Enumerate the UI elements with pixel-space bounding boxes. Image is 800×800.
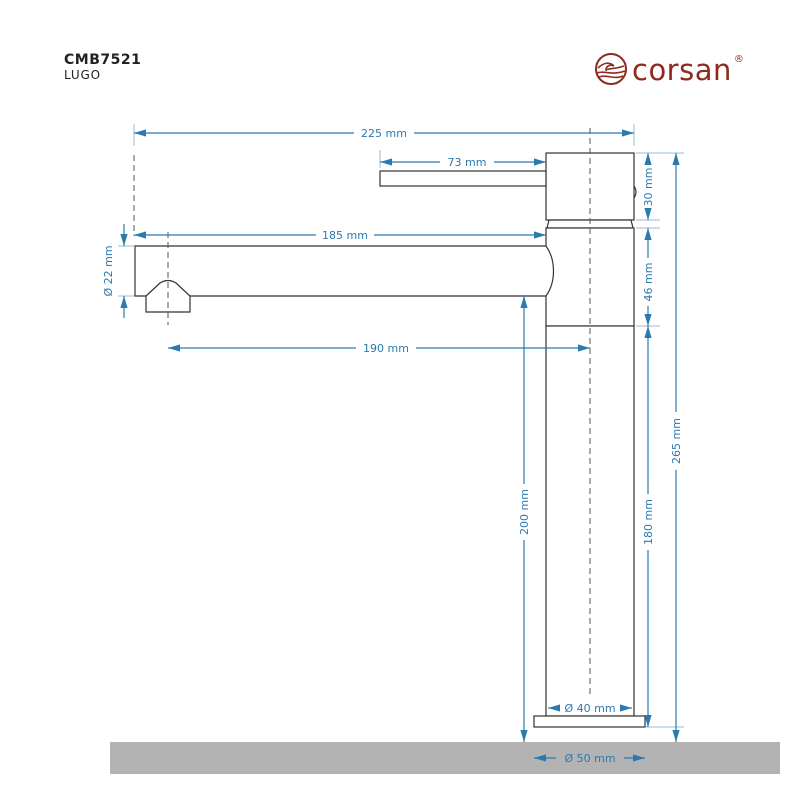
dim-spout-diameter: Ø 22 mm <box>102 245 115 296</box>
registered-mark: ® <box>733 54 744 65</box>
dim-top-body-height: 30 mm <box>642 168 655 207</box>
dim-spout-length: 185 mm <box>322 229 368 242</box>
floor <box>110 742 780 774</box>
faucet-outline <box>134 152 646 728</box>
dim-base-diameter: Ø 50 mm <box>564 752 615 765</box>
dim-total-width: 225 mm <box>361 127 407 140</box>
brand-logo: corsan ® <box>594 52 744 86</box>
brand-name: corsan <box>632 53 732 87</box>
dim-body-diameter: Ø 40 mm <box>564 702 615 715</box>
wave-circle-icon <box>595 53 627 85</box>
model-name: LUGO <box>64 68 101 82</box>
dim-handle-length: 73 mm <box>448 156 487 169</box>
dim-spout-reach: 190 mm <box>363 342 409 355</box>
product-header: CMB7521 LUGO <box>64 52 141 83</box>
dim-lower-body-height: 180 mm <box>642 499 655 545</box>
center-lines <box>133 128 591 696</box>
model-code: CMB7521 <box>64 52 142 68</box>
dim-spout-height: 200 mm <box>518 489 531 535</box>
dim-spout-body-height: 46 mm <box>642 263 655 302</box>
dim-total-height: 265 mm <box>670 418 683 464</box>
